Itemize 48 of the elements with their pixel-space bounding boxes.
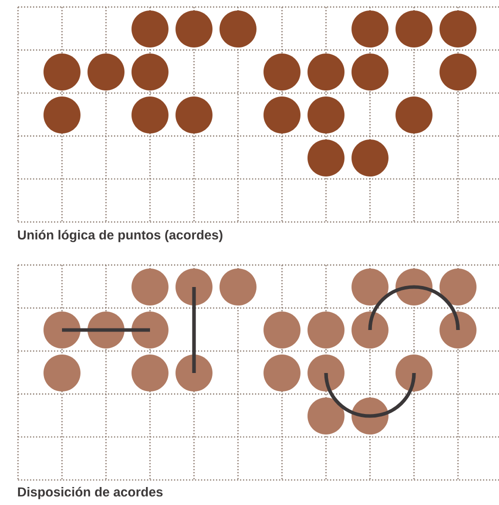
dot [308, 354, 344, 392]
dot [308, 312, 344, 348]
dot [396, 10, 432, 48]
caption: Disposición de acordes [18, 486, 163, 500]
dot [44, 312, 80, 348]
dot [440, 312, 476, 348]
dot [264, 312, 300, 348]
chord-line [60, 328, 152, 332]
dot [88, 54, 124, 90]
dot [176, 354, 212, 392]
dot [132, 312, 168, 348]
dot [308, 140, 344, 176]
chord-line [192, 287, 196, 373]
dot [44, 96, 80, 134]
arc-line [324, 371, 416, 418]
dot [396, 268, 432, 306]
dot [352, 10, 388, 48]
dot [132, 354, 168, 392]
dot [264, 54, 300, 90]
dot [264, 354, 300, 392]
dot [220, 10, 256, 48]
dot [264, 96, 300, 134]
dot [176, 268, 212, 306]
dot [132, 268, 168, 306]
dot [396, 354, 432, 392]
dot [396, 96, 432, 134]
dot [132, 10, 168, 48]
dot [440, 10, 476, 48]
dot [352, 268, 388, 306]
caption: Unión lógica de puntos (acordes) [18, 230, 222, 242]
dot [44, 54, 80, 90]
dot [176, 10, 212, 48]
dot [440, 268, 476, 306]
dot [352, 398, 388, 434]
dot [220, 268, 256, 306]
arc-line [368, 285, 460, 332]
dot [44, 354, 80, 392]
dot [352, 312, 388, 348]
dot [132, 54, 168, 90]
dot [352, 140, 388, 176]
dot [308, 96, 344, 134]
dot [308, 398, 344, 434]
dot [308, 54, 344, 90]
dot [352, 54, 388, 90]
dot [440, 54, 476, 90]
dot [132, 96, 168, 134]
dot [176, 96, 212, 134]
dot [88, 312, 124, 348]
